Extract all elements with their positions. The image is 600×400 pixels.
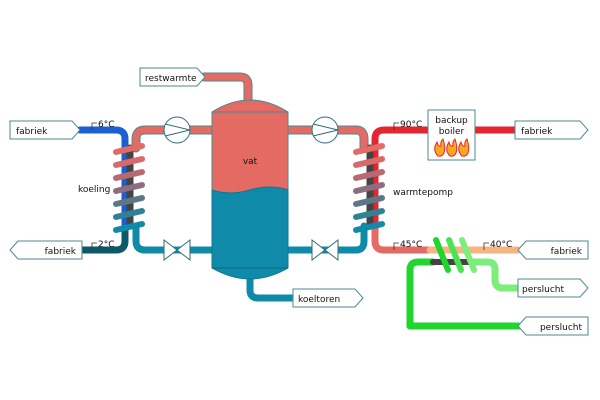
right-hot-outlet-pipe	[371, 126, 519, 234]
backup-boiler: backup boiler	[427, 109, 476, 161]
temp-left-top: 6°C	[91, 120, 115, 130]
right-cold-pipe	[284, 222, 368, 254]
vessel-label: vat	[243, 157, 258, 167]
svg-text:fabriek: fabriek	[45, 247, 77, 257]
temp-left-bottom: 2°C	[91, 240, 115, 250]
pump-left[interactable]	[163, 116, 191, 144]
perslucht-dark-pipe	[406, 258, 437, 330]
left-cold-pipe	[132, 222, 216, 254]
pump-left-icon	[164, 123, 191, 137]
koeltoren-pipe	[246, 264, 299, 302]
perslucht-pipes	[406, 258, 522, 330]
port-perslucht-in: perslucht	[517, 316, 589, 336]
port-perslucht-out: perslucht	[517, 278, 589, 298]
right-factory-pipes	[371, 126, 522, 254]
pump-right[interactable]	[311, 116, 339, 144]
temp-right-bottom: 45°C	[393, 240, 422, 250]
svg-text:40°C: 40°C	[490, 240, 512, 250]
flame-icon	[458, 138, 470, 157]
svg-text:45°C: 45°C	[400, 240, 422, 250]
vessel: vat	[211, 99, 289, 280]
right-return-pipe	[371, 226, 434, 254]
valve-right[interactable]	[311, 238, 339, 262]
svg-text:fabriek: fabriek	[521, 127, 553, 137]
vessel-hot-section	[211, 99, 289, 194]
svg-text:perslucht: perslucht	[522, 285, 564, 295]
svg-text:perslucht: perslucht	[540, 323, 582, 333]
left-inlet-blue-pipe	[76, 126, 129, 234]
left-coil	[113, 143, 145, 233]
valve-left[interactable]	[163, 238, 191, 262]
cold-pipes	[132, 222, 368, 302]
valve-left-icon	[163, 238, 191, 262]
valve-right-icon	[311, 238, 339, 262]
boiler-label-line1: backup	[435, 116, 468, 126]
svg-text:6°C: 6°C	[98, 120, 115, 130]
hot-pipes	[131, 72, 369, 153]
perslucht-coil	[433, 237, 477, 273]
temp-right-top: 90°C	[393, 120, 422, 130]
svg-text:90°C: 90°C	[400, 120, 422, 130]
right-coil	[353, 143, 385, 233]
port-restwarmte: restwarmte	[139, 67, 206, 87]
svg-text:fabriek: fabriek	[16, 127, 48, 137]
port-koeltoren: koeltoren	[292, 288, 364, 308]
pump-right-icon	[312, 123, 339, 137]
port-fabriek-in-right: fabriek	[517, 240, 589, 260]
label-koeling: koeling	[78, 185, 110, 195]
temp-right-return: 40°C	[483, 240, 512, 250]
flame-icon	[446, 138, 458, 157]
left-factory-pipes	[76, 126, 129, 254]
port-fabriek-out-left: fabriek	[9, 240, 83, 260]
svg-text:restwarmte: restwarmte	[145, 74, 197, 84]
svg-text:2°C: 2°C	[98, 240, 115, 250]
vessel-cold-section	[211, 186, 289, 280]
boiler-label-line2: boiler	[439, 127, 465, 137]
port-fabriek-in-left: fabriek	[9, 120, 81, 140]
left-outlet-dark-pipe	[78, 226, 129, 254]
svg-text:fabriek: fabriek	[551, 247, 583, 257]
port-fabriek-out-right: fabriek	[514, 120, 589, 140]
flame-icon	[434, 138, 446, 157]
perslucht-light-pipe	[466, 258, 522, 292]
label-warmtepomp: warmtepomp	[393, 188, 453, 198]
svg-text:koeltoren: koeltoren	[298, 295, 340, 305]
